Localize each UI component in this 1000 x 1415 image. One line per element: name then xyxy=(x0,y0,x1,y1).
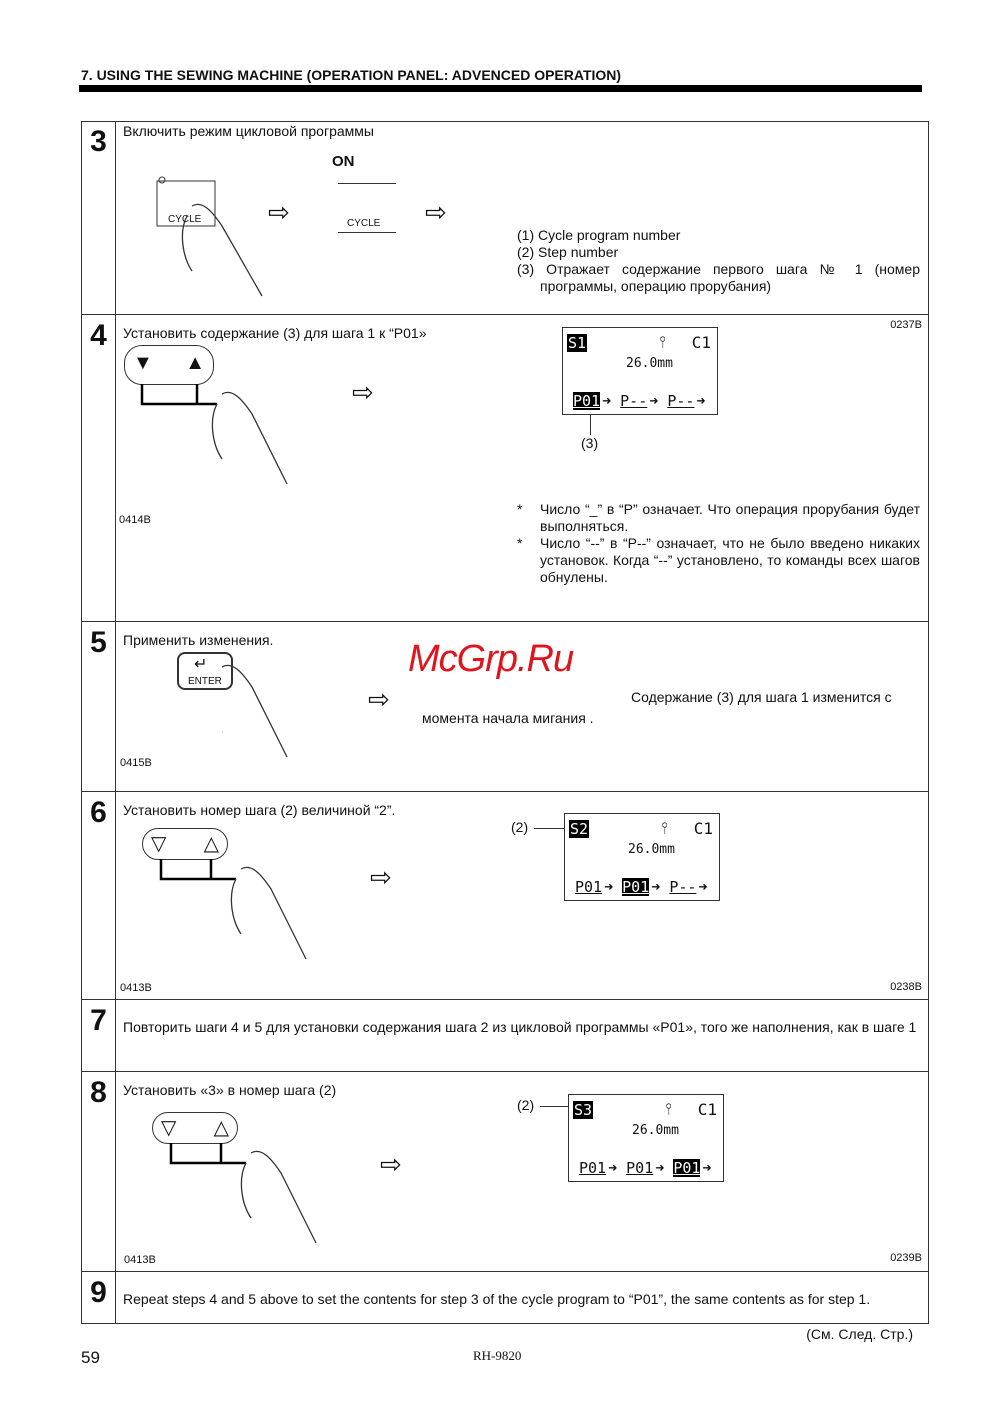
step-text: Повторить шаги 4 и 5 для установки содер… xyxy=(123,1019,917,1035)
lcd-slot: P01 xyxy=(579,1159,607,1177)
pin-icon: ⫯ xyxy=(665,1099,672,1118)
step-4: 4 Установить содержание (3) для шага 1 к… xyxy=(82,314,928,621)
step-3: 3 Включить режим цикловой программы ON C… xyxy=(82,121,928,314)
note-3: (3) Отражает содержание первого шага № 1… xyxy=(517,261,920,294)
lcd-slot: P01 xyxy=(575,878,603,896)
figure-code: 0237B xyxy=(890,319,922,331)
lcd-slot: P-- xyxy=(669,878,697,896)
hand-press-icon xyxy=(169,1143,317,1244)
step-5: 5 Применить изменения. ↵ ENTER ⇨ 0415B Со… xyxy=(82,621,928,791)
callout-line xyxy=(590,415,591,435)
figure-code: 0238B xyxy=(890,981,922,993)
step-text: Repeat steps 4 and 5 above to set the co… xyxy=(123,1291,871,1307)
result-note: Содержание (3) для шага 1 изменится с xyxy=(631,689,892,705)
note-1: Число “_” в “P” означает. Что операция п… xyxy=(540,501,920,534)
step-text: Включить режим цикловой программы xyxy=(123,123,374,139)
page-number: 59 xyxy=(81,1348,100,1367)
down-up-keys: ▽△ xyxy=(142,828,228,860)
lcd-display: S3 ⫯ C1 26.0mm P01➜ P01➜ P01➜ xyxy=(568,1094,724,1182)
cycle-button-on: CYCLE xyxy=(338,183,396,233)
model-number: RH-9820 xyxy=(473,1348,522,1363)
lcd-slot: P01 xyxy=(622,878,650,896)
bullet: * xyxy=(517,501,523,517)
hand-press-icon xyxy=(140,384,288,485)
note-1: (1) Cycle program number xyxy=(517,227,681,243)
notes-list: * Число “_” в “P” означает. Что операция … xyxy=(517,501,920,586)
hand-press-icon xyxy=(222,664,288,758)
hand-press-icon xyxy=(156,176,263,297)
callout-label: (3) xyxy=(581,435,599,451)
lcd-length: 26.0mm xyxy=(626,356,673,371)
step-8: 8 Установить «3» в номер шага (2) ▽△ ⇨ 0… xyxy=(82,1071,928,1271)
step-text: Применить изменения. xyxy=(123,632,274,648)
cycle-button-label: CYCLE xyxy=(168,214,202,225)
step-9: 9 Repeat steps 4 and 5 above to set the … xyxy=(82,1271,928,1324)
figure-code: 0414B xyxy=(119,514,151,526)
lcd-step: S1 xyxy=(567,334,588,352)
lcd-slot: P-- xyxy=(620,392,648,410)
note-2: Число “--” в “P--” означает, что не было… xyxy=(540,535,920,585)
watermark: McGrp.Ru xyxy=(408,638,574,680)
step-number: 6 xyxy=(82,792,116,999)
arrow-right-icon: ⇨ xyxy=(370,862,392,892)
lcd-cycle: C1 xyxy=(693,819,713,838)
result-note-cont: момента начала мигания . xyxy=(422,710,594,726)
callout-line xyxy=(534,828,564,829)
header-rule xyxy=(79,85,922,92)
arrow-right-icon: ⇨ xyxy=(425,197,447,227)
lcd-length: 26.0mm xyxy=(632,1123,679,1138)
enter-key: ↵ ENTER xyxy=(177,652,233,690)
cycle-button-press-illustration: CYCLE xyxy=(152,176,292,306)
step-6: 6 Установить номер шага (2) величиной “2… xyxy=(82,791,928,999)
lcd-step: S3 xyxy=(573,1101,594,1119)
callout-label: (2) xyxy=(511,819,529,835)
lcd-slot: P01 xyxy=(673,1159,701,1177)
lcd-cycle: C1 xyxy=(691,333,711,352)
step-number: 3 xyxy=(82,121,116,314)
bullet: * xyxy=(517,535,523,551)
lcd-cycle: C1 xyxy=(697,1100,717,1119)
arrow-right-icon: ⇨ xyxy=(268,197,290,227)
step-number: 8 xyxy=(82,1072,116,1271)
down-up-keys: ▼▲ xyxy=(124,345,214,385)
step-text: Установить содержание (3) для шага 1 к “… xyxy=(123,325,427,341)
down-up-keys: ▽△ xyxy=(152,1112,238,1144)
step-number: 5 xyxy=(82,622,116,791)
lcd-display: S1 ⫯ C1 26.0mm P01➜ P--➜ P--➜ xyxy=(562,327,718,415)
lcd-slot: P-- xyxy=(667,392,695,410)
steps-table: 3 Включить режим цикловой программы ON C… xyxy=(81,121,929,1324)
figure-code: 0413B xyxy=(120,982,152,994)
step-text: Установить «3» в номер шага (2) xyxy=(123,1082,337,1098)
pin-icon: ⫯ xyxy=(659,332,666,351)
lcd-slot: P01 xyxy=(626,1159,654,1177)
section-header: 7. USING THE SEWING MACHINE (OPERATION P… xyxy=(81,67,622,83)
lcd-length: 26.0mm xyxy=(628,842,675,857)
continued-note: (См. След. Стр.) xyxy=(806,1326,913,1342)
lcd-step: S2 xyxy=(569,820,590,838)
arrow-right-icon: ⇨ xyxy=(352,377,374,407)
figure-code: 0413B xyxy=(124,1254,156,1266)
figure-code: 0415B xyxy=(120,757,152,769)
step-text: Установить номер шага (2) величиной “2”. xyxy=(123,802,396,818)
hand-press-icon xyxy=(159,859,307,960)
step-number: 7 xyxy=(82,1000,116,1071)
pin-icon: ⫯ xyxy=(661,818,668,837)
figure-code: 0239B xyxy=(890,1252,922,1264)
lcd-display: S2 ⫯ C1 26.0mm P01➜ P01➜ P--➜ xyxy=(564,813,720,901)
step-number: 9 xyxy=(82,1272,116,1324)
arrow-right-icon: ⇨ xyxy=(380,1149,402,1179)
arrow-right-icon: ⇨ xyxy=(368,684,390,714)
lcd-slot: P01 xyxy=(573,392,601,410)
enter-label: ENTER xyxy=(188,676,222,687)
step-number: 4 xyxy=(82,315,116,621)
cycle-button-label: CYCLE xyxy=(347,218,381,229)
enter-icon: ↵ xyxy=(194,656,208,673)
callout-label: (2) xyxy=(517,1097,535,1113)
note-2: (2) Step number xyxy=(517,244,619,260)
notes-list: (1) Cycle program number (2) Step number… xyxy=(517,227,920,295)
callout-line xyxy=(540,1106,568,1107)
on-label: ON xyxy=(332,153,355,170)
step-7: 7 Повторить шаги 4 и 5 для установки сод… xyxy=(82,999,928,1071)
